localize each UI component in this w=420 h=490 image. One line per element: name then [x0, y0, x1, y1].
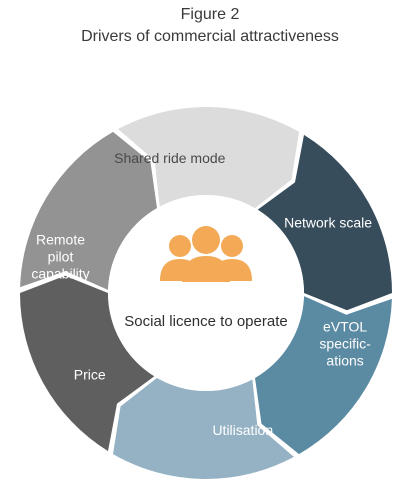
segment-shape-shared-ride-mode: [118, 107, 299, 209]
segment-label-price: Price: [74, 366, 106, 382]
cycle-segment-shared-ride-mode: Shared ride mode: [114, 107, 299, 209]
cycle-segment-price: Price: [20, 275, 155, 452]
segment-shape-evtol-specifications: [255, 296, 392, 455]
center-circle: [108, 195, 304, 391]
segment-label-shared-ride-mode: Shared ride mode: [114, 150, 226, 166]
segment-label-line: eVTOL: [323, 319, 367, 335]
segment-label-line: specific-: [319, 336, 371, 352]
segment-label-line: pilot: [48, 249, 74, 265]
figure-title: Drivers of commercial attractiveness: [81, 28, 339, 45]
center-label: Social licence to operate: [124, 313, 287, 330]
segment-label-line: Network scale: [284, 215, 372, 231]
segment-label-line: Shared ride mode: [114, 150, 226, 166]
segment-label-line: capability: [31, 266, 89, 282]
cycle-segment-utilisation: Utilisation: [113, 377, 294, 479]
people-group-icon: [160, 226, 252, 282]
segment-shape-price: [20, 275, 155, 452]
segment-label-network-scale: Network scale: [284, 215, 372, 231]
segment-label-line: Utilisation: [212, 422, 273, 438]
segment-label-line: Remote: [36, 232, 85, 248]
segment-shape-remote-pilot-capability: [20, 131, 158, 290]
segment-label-utilisation: Utilisation: [212, 422, 273, 438]
segment-shape-utilisation: [113, 377, 294, 479]
cycle-segment-network-scale: Network scale: [257, 134, 392, 311]
segment-label-line: ations: [326, 353, 363, 369]
segment-shape-network-scale: [257, 134, 392, 311]
segment-label-line: Price: [74, 366, 106, 382]
figure-number: Figure 2: [180, 6, 240, 23]
